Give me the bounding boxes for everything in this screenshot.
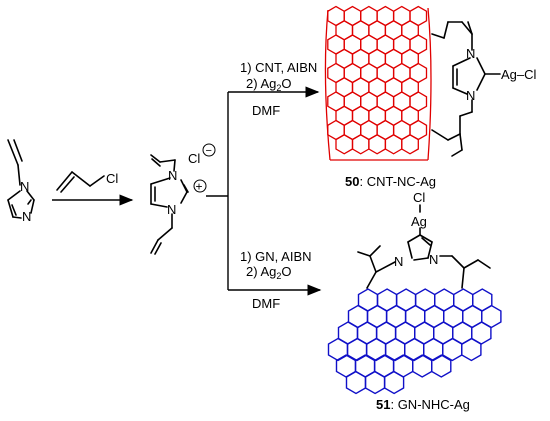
product-bottom-n1-label: N — [394, 254, 403, 269]
hexagon-ring — [335, 134, 354, 155]
chloride-counterion-label: Cl — [188, 151, 200, 166]
hexagon-ring — [368, 134, 387, 155]
hexagon-ring — [431, 354, 452, 378]
product-bottom-ag: Ag — [411, 214, 427, 229]
hexagon-ring — [364, 370, 386, 395]
solvent-bottom: DMF — [252, 296, 280, 311]
hexagon-ring — [327, 337, 349, 362]
vinylimidazole-structure: N N — [7, 139, 35, 224]
hexagon-ring — [412, 354, 433, 378]
product-top-caption: 50: CNT-NC-Ag — [345, 174, 436, 189]
reagent-bottom-line2: 2) Ag2O — [246, 264, 292, 281]
graphene-sheet — [327, 288, 502, 395]
reagents-bottom: 1) GN, AIBN 2) Ag2O DMF — [240, 249, 312, 311]
vinylimidazole-n1-label: N — [20, 179, 29, 194]
reagent-bottom-line1: 1) GN, AIBN — [240, 249, 312, 264]
graphene-lattice — [327, 288, 502, 395]
product-bottom-caption: 51: GN-NHC-Ag — [376, 397, 470, 412]
hexagon-ring — [345, 370, 367, 395]
cnt-lattice — [327, 5, 428, 155]
branch-arrows — [206, 86, 322, 296]
product-top-n3-label: N — [466, 88, 475, 103]
reagent-top-line1: 1) CNT, AIBN — [240, 60, 317, 75]
allyl-chloride-cl-label: Cl — [106, 171, 118, 186]
hexagon-ring — [461, 337, 482, 362]
solvent-top: DMF — [252, 103, 280, 118]
carbon-nanotube — [324, 5, 432, 161]
hexagon-ring — [383, 370, 405, 395]
imidazolium-structure: N N Cl − + — [150, 143, 216, 255]
hexagon-ring — [401, 134, 419, 155]
reagents-top: 1) CNT, AIBN 2) Ag2O DMF — [240, 60, 317, 118]
product-bottom-ligand: N N Ag Cl — [357, 190, 491, 289]
chloride-minus-charge: − — [206, 145, 212, 157]
hexagon-ring — [392, 354, 414, 378]
product-bottom-n3-label: N — [429, 252, 438, 267]
imidazolium-plus-charge: + — [196, 180, 203, 194]
allyl-chloride-structure: Cl — [56, 171, 118, 193]
reagent-top-line2: 2) Ag2O — [246, 76, 292, 93]
product-top-n1-label: N — [466, 46, 475, 61]
product-top-ligand: N N Ag–Cl — [431, 21, 537, 157]
vinylimidazole-n3-label: N — [22, 209, 31, 224]
hexagon-ring — [351, 134, 370, 155]
product-bottom-cl: Cl — [413, 190, 425, 205]
hexagon-ring — [384, 134, 403, 155]
product-top-agcl: Ag–Cl — [501, 67, 537, 82]
imidazolium-n3-label: N — [167, 202, 176, 217]
imidazolium-n1-label: N — [168, 168, 177, 183]
